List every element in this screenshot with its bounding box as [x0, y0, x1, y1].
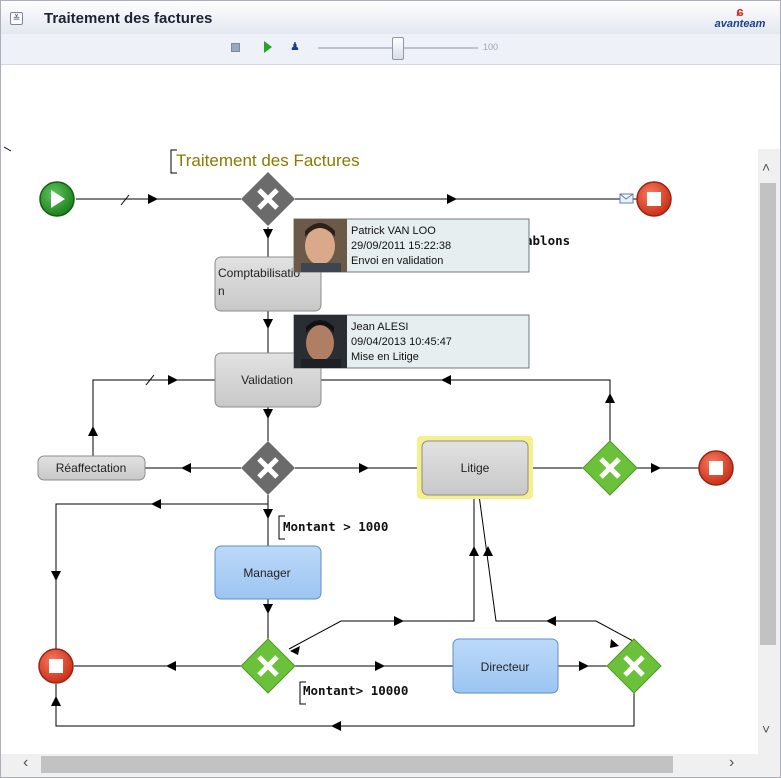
svg-text:29/09/2011 15:22:38: 29/09/2011 15:22:38	[351, 240, 451, 252]
horizontal-scroll-thumb[interactable]	[41, 756, 673, 773]
svg-text:Litige: Litige	[461, 461, 490, 475]
stop-icon[interactable]	[231, 43, 240, 52]
scroll-right-icon[interactable]: ›	[729, 754, 735, 771]
task-manager[interactable]: Manager	[214, 545, 322, 600]
svg-text:Mise en Litige: Mise en Litige	[351, 351, 419, 363]
svg-text:Réaffectation: Réaffectation	[56, 461, 127, 475]
scroll-left-icon[interactable]: ‹	[23, 754, 29, 771]
brand-mark-icon: ɕ	[736, 4, 744, 19]
condition-montant-1000: Montant > 1000	[283, 519, 388, 534]
condition-montant-10000: Montant> 10000	[303, 683, 408, 698]
svg-text:09/04/2013 10:45:47: 09/04/2013 10:45:47	[351, 336, 452, 348]
svg-text:Manager: Manager	[243, 566, 290, 580]
brand-logo: ɕ avanteam	[710, 4, 770, 32]
zoom-slider-handle[interactable]	[392, 37, 404, 60]
gateway-litige-out[interactable]	[582, 440, 638, 496]
gateway-split-top[interactable]	[241, 172, 295, 226]
collapse-icon[interactable]: ≚	[10, 12, 23, 25]
scroll-up-icon[interactable]: ˄	[762, 159, 771, 175]
vertical-scroll-thumb[interactable]	[760, 183, 776, 645]
diagram-canvas: Traitement des Factures	[1, 65, 780, 754]
edge-gateway-validation	[321, 379, 611, 441]
history-card-2[interactable]: Jean ALESI 09/04/2013 10:45:47 Mise en L…	[293, 314, 530, 369]
avatar	[294, 219, 347, 272]
history-card-1[interactable]: Patrick VAN LOO 29/09/2011 15:22:38 Envo…	[293, 218, 530, 273]
brand-name: avanteam	[714, 18, 766, 30]
playback-toolbar: ♟ 100	[1, 34, 780, 65]
hidden-label-fragment: ablons	[525, 233, 570, 248]
svg-text:n: n	[218, 284, 225, 298]
end-event-top[interactable]	[636, 181, 672, 217]
user-icon[interactable]: ♟	[290, 41, 300, 53]
svg-text:Patrick VAN LOO: Patrick VAN LOO	[351, 225, 436, 237]
workflow-diagram: Traitement des Factures	[3, 146, 734, 731]
svg-text:Directeur: Directeur	[481, 660, 530, 674]
gateway-directeur-out[interactable]	[606, 638, 662, 694]
scrollbar-corner	[758, 754, 780, 777]
svg-text:Validation: Validation	[241, 373, 293, 387]
message-icon	[619, 193, 634, 204]
avatar	[294, 315, 347, 368]
end-event-left[interactable]	[38, 648, 74, 684]
end-event-right[interactable]	[698, 450, 734, 486]
scroll-down-icon[interactable]: ˅	[762, 721, 771, 737]
zoom-slider-max: 100	[483, 42, 499, 52]
gateway-decision-validation[interactable]	[241, 441, 295, 495]
vertical-scrollbar[interactable]: ˄ ˅	[758, 149, 780, 754]
edge-gateway-litige-up	[288, 495, 475, 650]
edge-reaffectation-validation	[92, 379, 215, 456]
horizontal-scrollbar[interactable]: ‹ ›	[1, 754, 758, 777]
process-title: Traitement des Factures	[176, 151, 360, 170]
edge-gateway-loop-left	[55, 503, 268, 649]
svg-text:Comptabilisatio: Comptabilisatio	[218, 266, 300, 280]
title-bar: ≚ Traitement des factures ɕ avanteam	[1, 1, 780, 35]
task-directeur[interactable]: Directeur	[452, 638, 559, 694]
window-title: Traitement des factures	[44, 10, 213, 27]
gateway-manager-out[interactable]	[240, 638, 296, 694]
start-event[interactable]	[39, 181, 75, 217]
svg-text:Jean ALESI: Jean ALESI	[351, 321, 409, 333]
task-reaffectation[interactable]: Réaffectation	[37, 455, 146, 481]
task-litige[interactable]: Litige	[417, 436, 533, 499]
play-icon[interactable]	[264, 41, 272, 53]
svg-text:Envoi en validation: Envoi en validation	[351, 255, 443, 267]
